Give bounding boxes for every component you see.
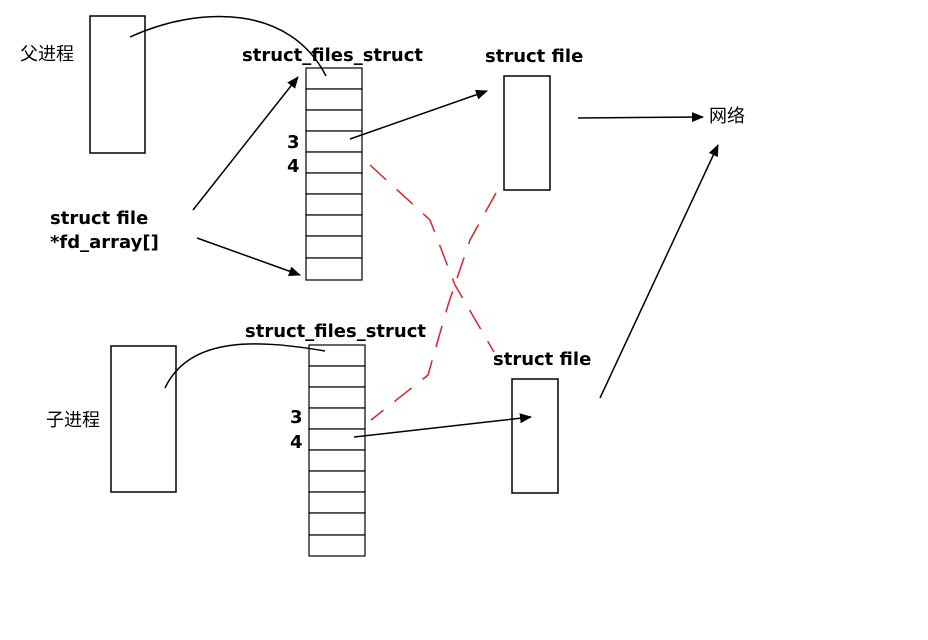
parent-to-files-struct-curve — [129, 15, 327, 77]
top-file-to-network-arrow — [577, 112, 704, 123]
fd-array-label-line2: *fd_array[] — [50, 232, 159, 253]
dashed-line-parent-fd4 — [369, 164, 495, 353]
child-process-label: 子进程 — [46, 410, 100, 431]
child-files-struct-label: struct_files_struct — [245, 321, 426, 342]
parent-fd3-arrow — [349, 89, 488, 140]
network-label: 网络 — [709, 106, 745, 127]
child-fd4-arrow — [353, 413, 532, 438]
parent-files-struct-label: struct_files_struct — [242, 45, 423, 66]
parent-process-box — [89, 15, 146, 154]
struct-file-top-label: struct file — [485, 46, 583, 67]
struct-file-box-bottom — [511, 378, 559, 494]
child-fd-3: 3 — [290, 407, 303, 428]
child-process-box — [110, 345, 177, 493]
dashed-line-child-fd3 — [370, 192, 497, 421]
fd-array-label-line1: struct file — [50, 208, 148, 229]
fd-array-arrow-up — [192, 76, 299, 211]
struct-file-box-top — [503, 75, 551, 191]
parent-fd-table — [305, 67, 363, 281]
child-to-files-struct-curve — [164, 343, 326, 389]
parent-fd-3: 3 — [287, 132, 300, 153]
bottom-file-to-network-arrow — [599, 144, 719, 399]
parent-fd-4: 4 — [287, 156, 300, 177]
child-fd-table — [308, 344, 366, 557]
parent-process-label: 父进程 — [20, 44, 74, 65]
struct-file-bottom-label: struct file — [493, 349, 591, 370]
child-fd-4: 4 — [290, 432, 303, 453]
fd-array-arrow-down — [196, 237, 301, 276]
